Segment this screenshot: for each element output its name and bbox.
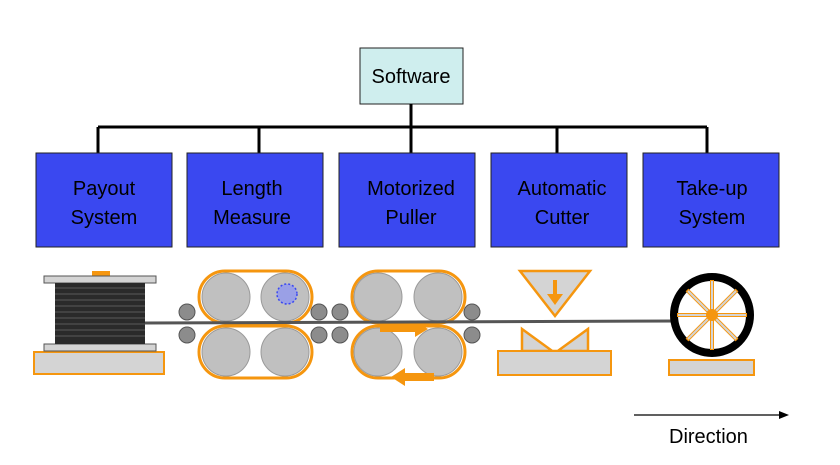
direction-label: Direction <box>669 426 748 448</box>
module-motorized-puller: Motorized Puller <box>338 152 476 248</box>
module-label-line2: Puller <box>385 207 436 229</box>
software-box <box>359 47 464 105</box>
module-label-line2: System <box>71 207 138 229</box>
return-arrow-icon <box>391 368 434 386</box>
software-node: Software <box>359 47 464 105</box>
module-label-line1: Motorized <box>367 178 455 200</box>
module-box <box>490 152 628 248</box>
module-length-measure: Length Measure <box>186 152 324 248</box>
connector-tree <box>96 104 709 153</box>
software-label: Software <box>372 66 451 88</box>
module-label-line2: Measure <box>213 207 291 229</box>
direction-indicator: Direction <box>634 411 789 448</box>
module-box <box>35 152 173 248</box>
module-label-line1: Take-up <box>676 178 747 200</box>
motorized-puller-icon <box>331 269 481 386</box>
payout-spool-icon <box>33 271 165 375</box>
forward-arrow-icon <box>380 321 428 337</box>
automatic-cutter-icon <box>497 269 612 376</box>
cutter-anvil <box>520 326 590 355</box>
module-box <box>186 152 324 248</box>
module-label-line2: Cutter <box>535 207 590 229</box>
module-label-line2: System <box>679 207 746 229</box>
module-box <box>642 152 780 248</box>
module-label-line1: Length <box>221 178 282 200</box>
module-label-line1: Payout <box>73 178 136 200</box>
module-box <box>338 152 476 248</box>
length-measure-icon <box>178 269 328 380</box>
module-automatic-cutter: Automatic Cutter <box>490 152 628 248</box>
module-payout-system: Payout System <box>35 152 173 248</box>
take-up-wheel-icon <box>668 273 755 376</box>
module-label-line1: Automatic <box>518 178 607 200</box>
module-take-up-system: Take-up System <box>642 152 780 248</box>
cable-line <box>144 319 681 325</box>
